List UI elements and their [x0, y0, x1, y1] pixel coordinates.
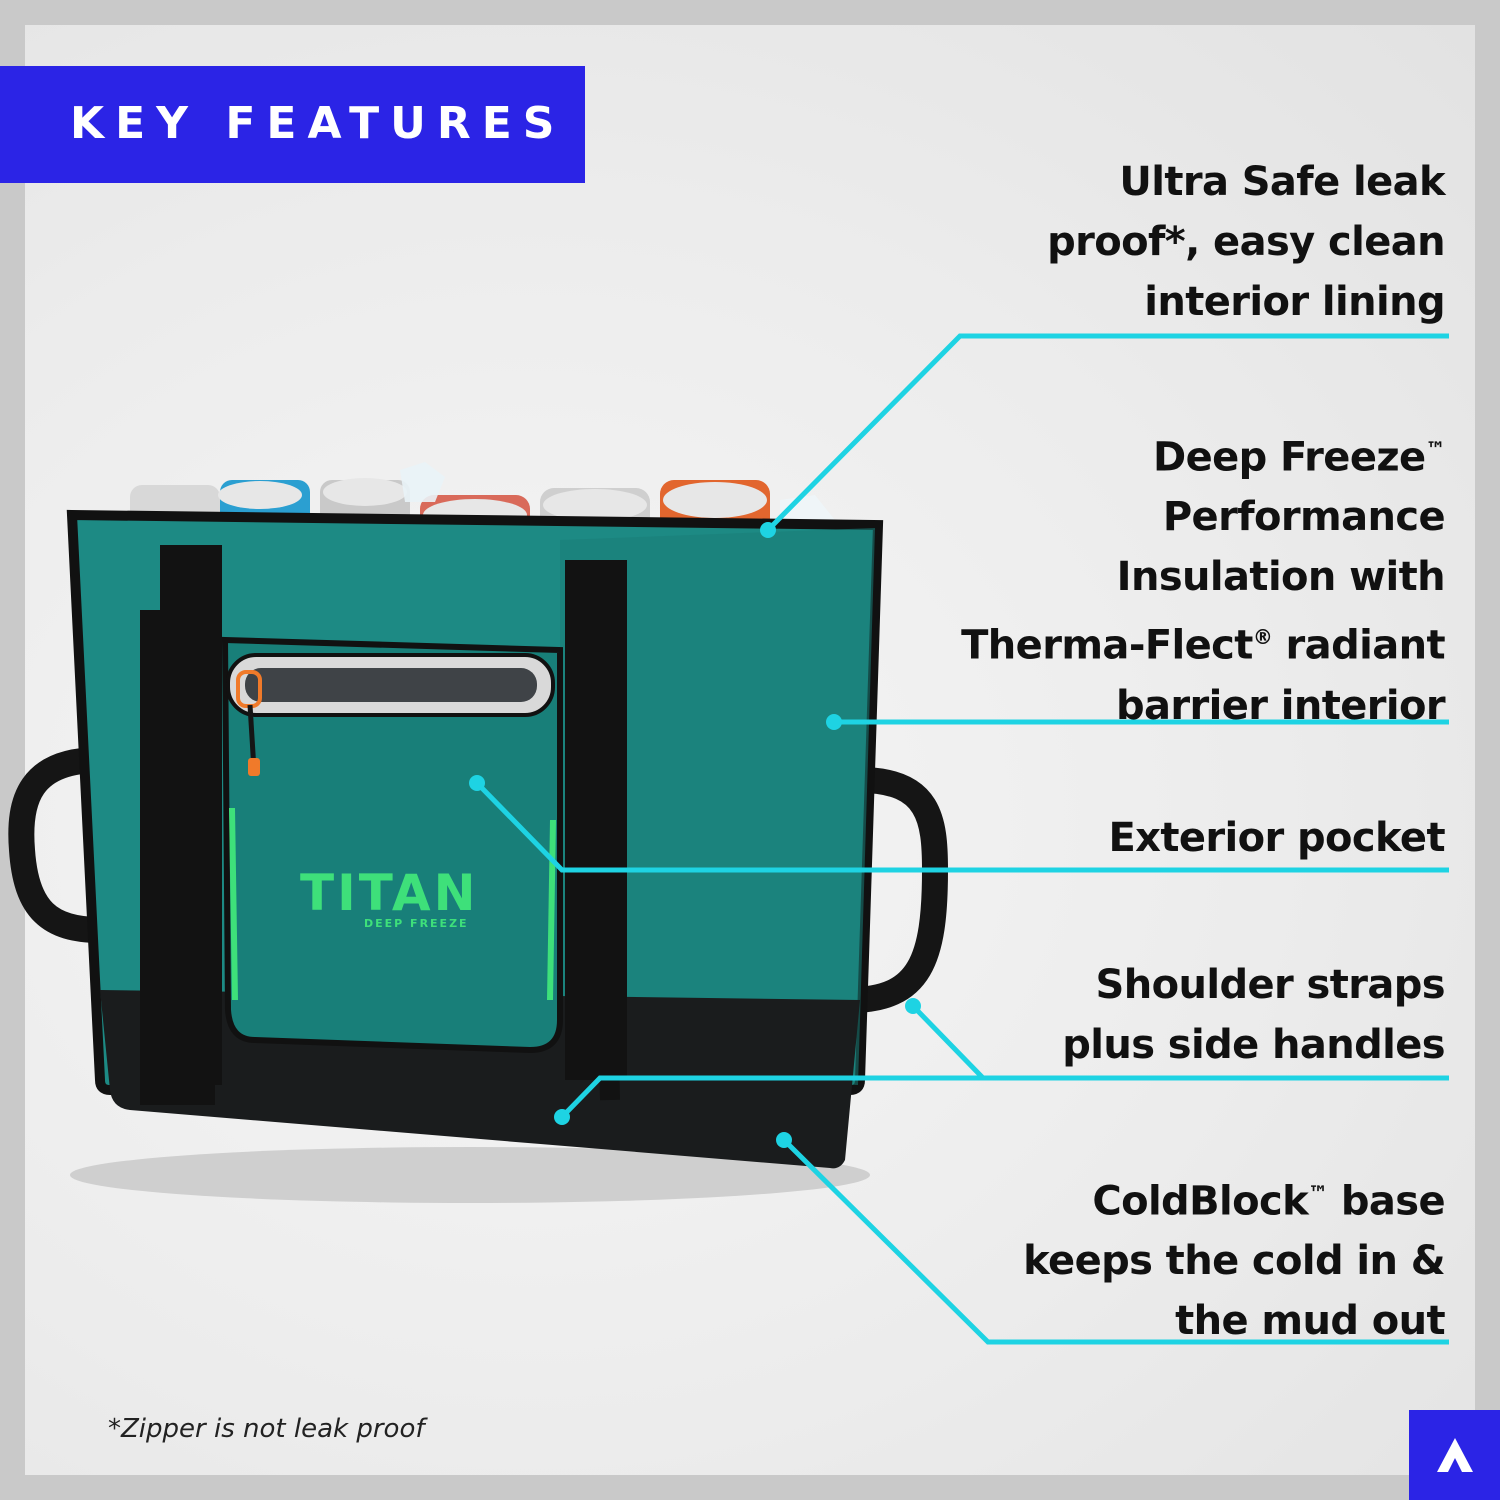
- feature-line: Insulation with: [1116, 554, 1446, 601]
- feature-line: ColdBlock™ base: [1092, 1178, 1445, 1225]
- feature-line: Therma-Flect® radiant: [961, 622, 1445, 669]
- ice-cube: [400, 462, 445, 502]
- feature-line: Deep Freeze™: [1153, 434, 1446, 481]
- can-lid: [218, 481, 302, 509]
- feature-line: plus side handles: [1062, 1022, 1445, 1068]
- zipper-tab: [248, 758, 260, 776]
- sub-brand-logo: DEEP FREEZE: [364, 917, 469, 930]
- can-lid: [663, 482, 767, 518]
- feature-line: interior lining: [1144, 279, 1445, 325]
- can-lid: [323, 478, 407, 506]
- feature-straps: Shoulder straps plus side handles: [1062, 955, 1445, 1075]
- feature-line: proof*, easy clean: [1047, 219, 1446, 265]
- feature-base: ColdBlock™ base keeps the cold in & the mu…: [1023, 1163, 1445, 1351]
- strap-left: [160, 545, 222, 1085]
- brand-badge: [1409, 1410, 1500, 1500]
- feature-pocket: Exterior pocket: [1108, 808, 1445, 868]
- feature-line: Shoulder straps: [1095, 962, 1446, 1008]
- strap-loop-left: [140, 610, 215, 1105]
- header-banner: [0, 66, 585, 183]
- feature-line: the mud out: [1175, 1298, 1445, 1345]
- feature-leak-proof: Ultra Safe leak proof*, easy clean interio…: [1047, 152, 1446, 332]
- can-lid: [543, 489, 647, 521]
- page-title: KEY FEATURES: [70, 98, 566, 149]
- floor-shadow: [70, 1147, 870, 1203]
- pocket-accent-right: [547, 819, 556, 1001]
- zipper-track: [245, 668, 537, 702]
- brand-logo: TITAN: [300, 864, 478, 922]
- feature-line: Ultra Safe leak: [1119, 159, 1445, 205]
- feature-line: Performance: [1162, 494, 1446, 541]
- footnote: *Zipper is not leak proof: [108, 1414, 425, 1444]
- feature-line: barrier interior: [1115, 682, 1446, 729]
- strap-loop-right: [590, 614, 620, 1101]
- feature-line: Exterior pocket: [1108, 815, 1445, 861]
- pocket-accent-left: [229, 807, 238, 1001]
- front-pocket: [221, 636, 563, 1054]
- left-side-handle: [8, 747, 101, 943]
- feature-line: keeps the cold in &: [1023, 1238, 1445, 1285]
- mountain-peak-icon: [1436, 1438, 1473, 1472]
